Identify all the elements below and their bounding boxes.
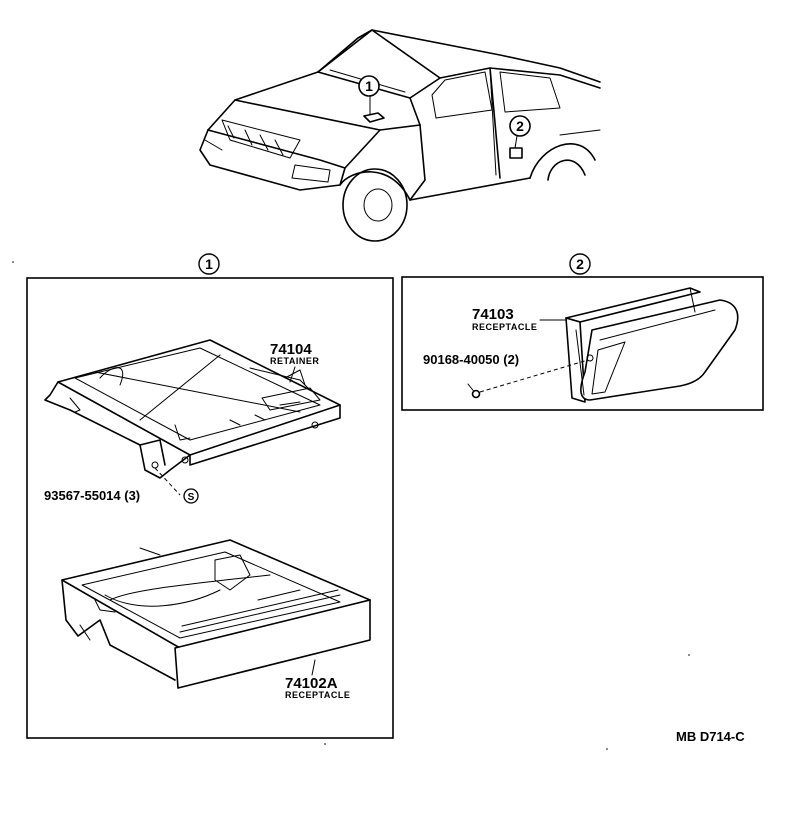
door-receptacle-drawing[interactable] xyxy=(565,287,739,403)
print-specks xyxy=(12,261,690,750)
receptacle-label-panel-one: 74102A RECEPTACLE xyxy=(285,659,350,700)
svg-text:RECEPTACLE: RECEPTACLE xyxy=(472,322,537,332)
svg-text:S: S xyxy=(188,492,195,503)
svg-text:93567-55014 (3): 93567-55014 (3) xyxy=(44,488,140,503)
svg-text:74104: 74104 xyxy=(270,341,312,358)
svg-text:1: 1 xyxy=(205,256,213,272)
screw-label-panel-one: 93567-55014 (3) xyxy=(44,488,140,503)
screw-drawing-panel-two xyxy=(467,359,589,399)
panel-two-frame xyxy=(401,276,764,411)
screw-s-symbol[interactable]: S xyxy=(183,488,199,504)
svg-text:2: 2 xyxy=(576,256,584,272)
svg-text:2: 2 xyxy=(516,118,524,134)
retainer-label: 74104 RETAINER xyxy=(270,341,319,383)
diagram-code: MB D714-C xyxy=(676,729,745,744)
svg-text:90168-40050 (2): 90168-40050 (2) xyxy=(423,352,519,367)
screw-label-panel-two: 90168-40050 (2) xyxy=(423,352,519,367)
svg-text:RETAINER: RETAINER xyxy=(270,356,319,366)
svg-text:74103: 74103 xyxy=(472,306,514,323)
receptacle-tray-drawing[interactable] xyxy=(61,539,371,689)
receptacle-label-panel-two: 74103 RECEPTACLE xyxy=(472,306,567,332)
vehicle-illustration xyxy=(199,29,601,242)
panel-one-heading[interactable]: 1 xyxy=(198,253,220,275)
panel-one-frame xyxy=(26,277,394,739)
svg-text:RECEPTACLE: RECEPTACLE xyxy=(285,690,350,700)
svg-text:1: 1 xyxy=(365,78,373,94)
svg-text:74102A: 74102A xyxy=(285,675,338,692)
panel-two-heading[interactable]: 2 xyxy=(569,253,591,275)
vehicle-callout-2[interactable]: 2 xyxy=(509,115,531,137)
retainer-bracket-drawing[interactable] xyxy=(44,339,341,496)
vehicle-callout-1[interactable]: 1 xyxy=(358,75,380,97)
